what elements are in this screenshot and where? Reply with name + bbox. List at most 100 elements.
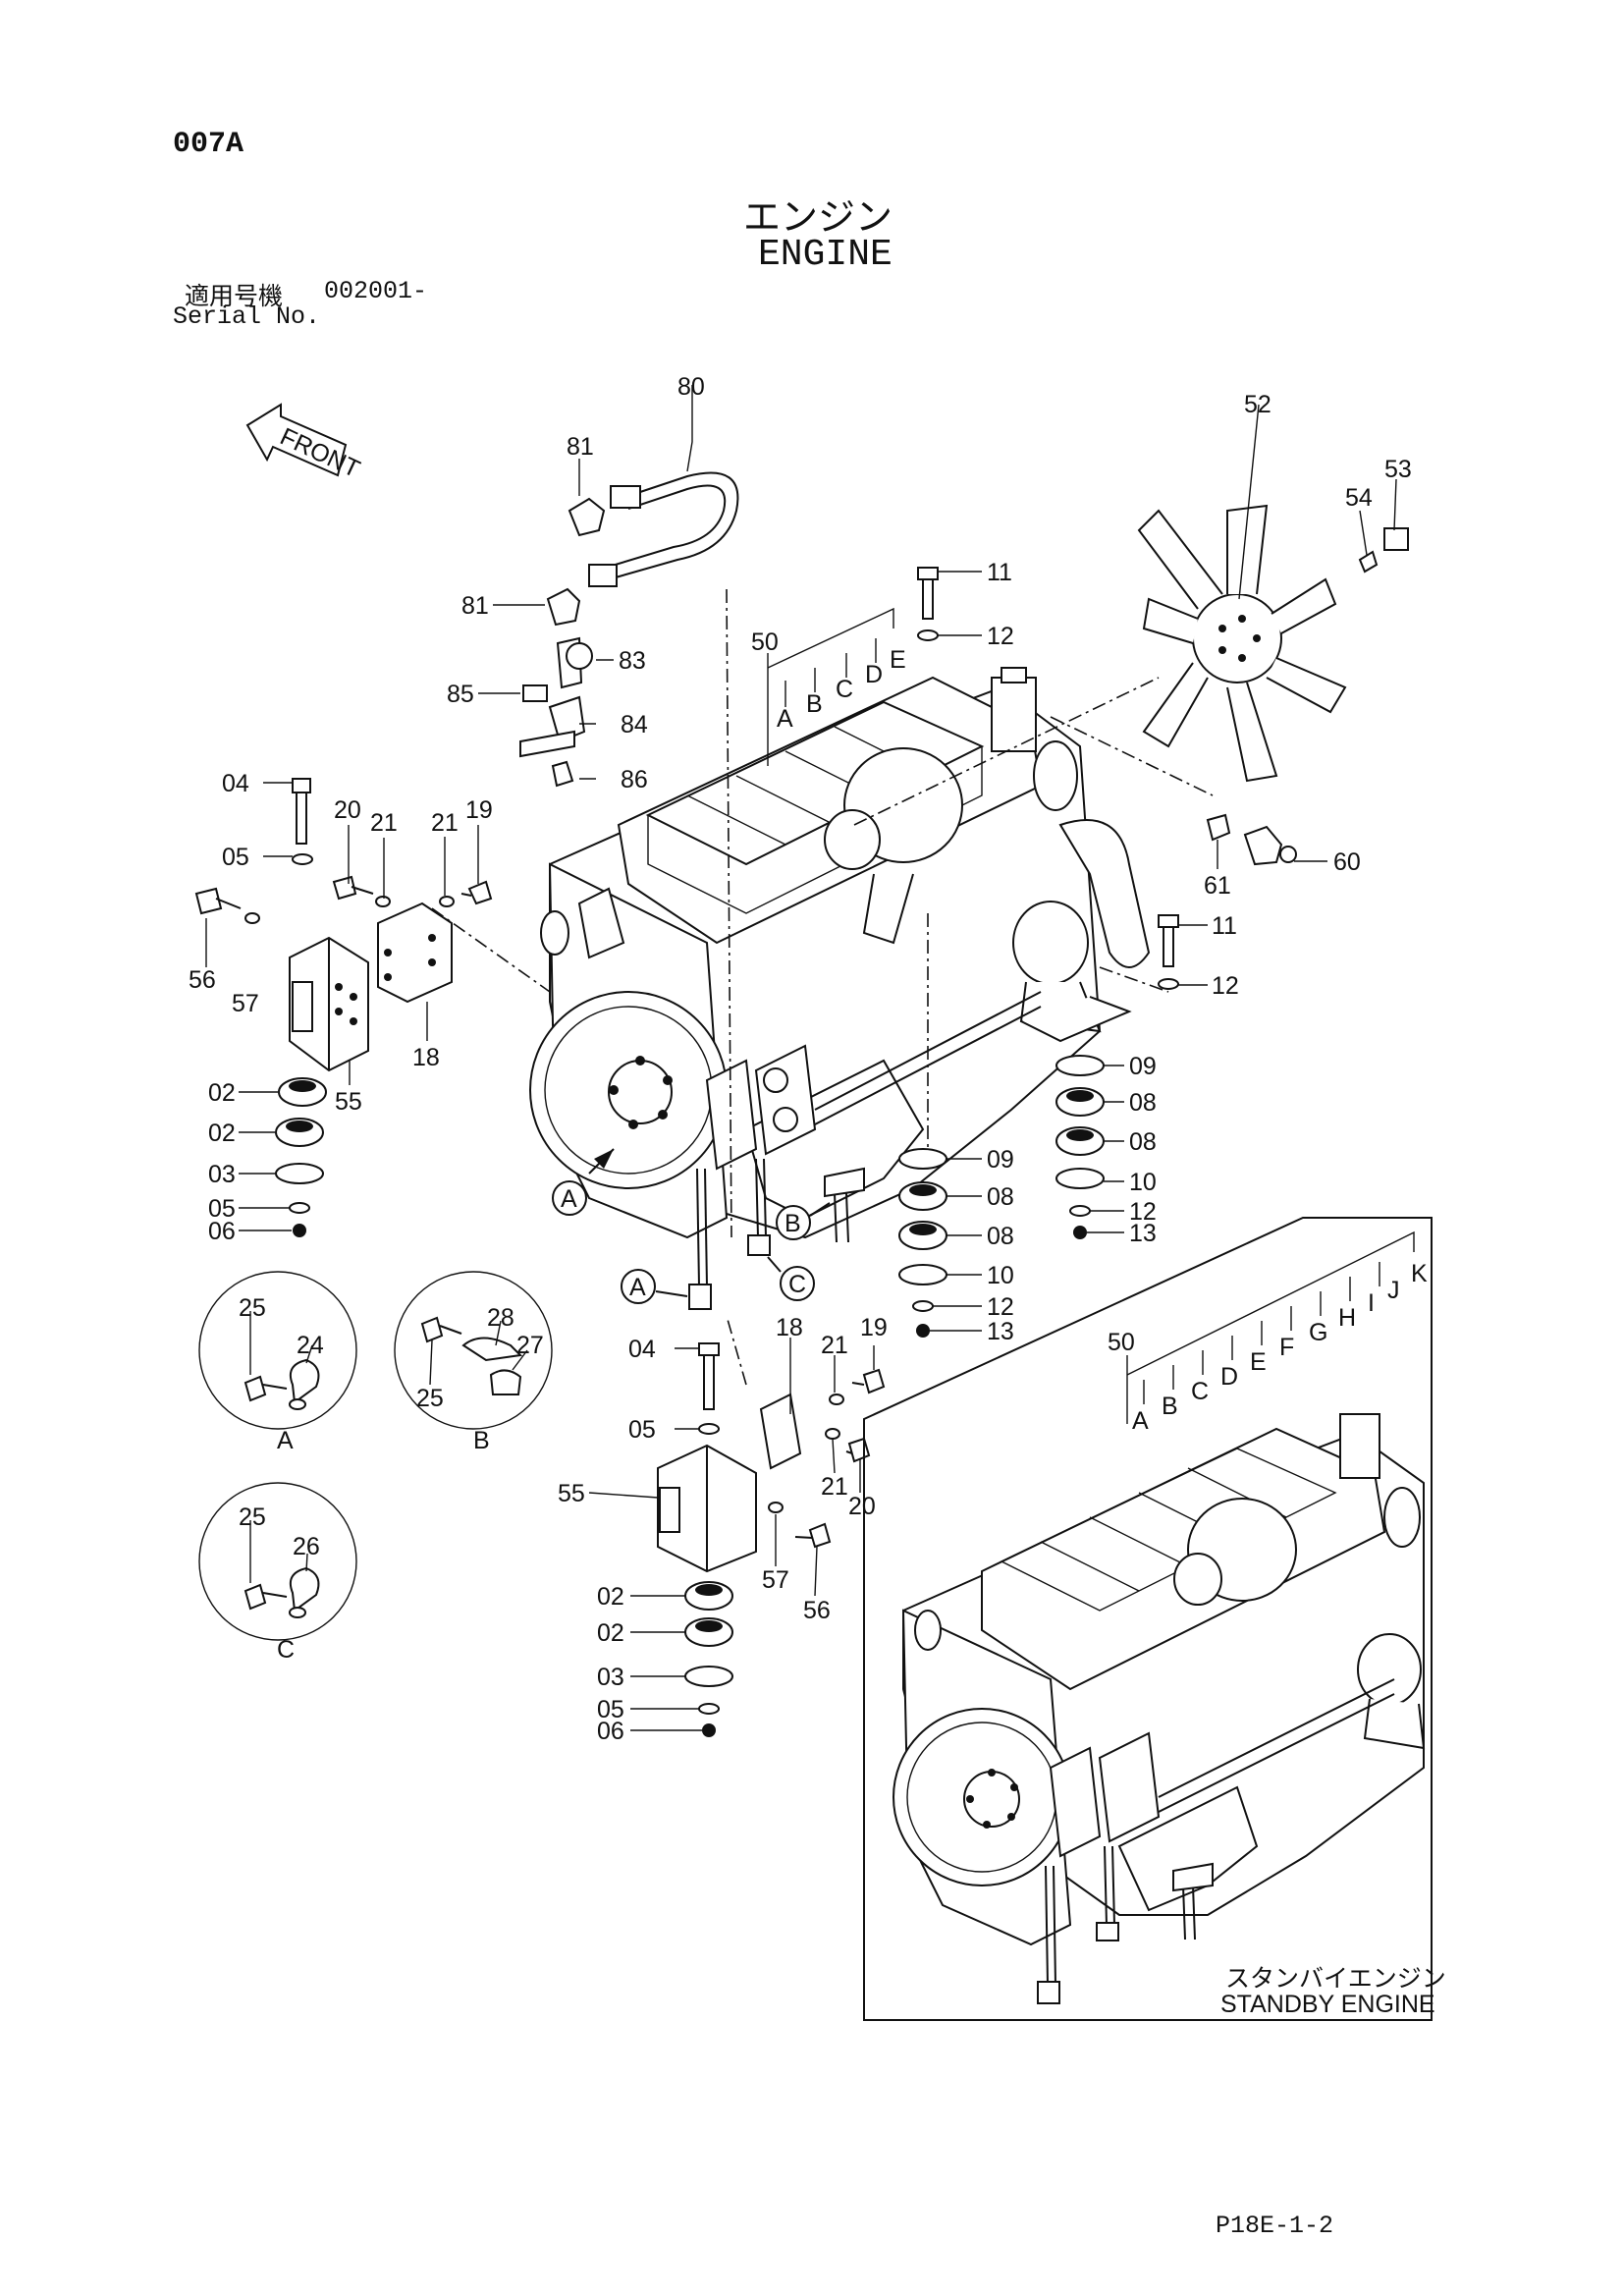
callout: B <box>1162 1393 1178 1420</box>
callout: 10 <box>1129 1169 1157 1196</box>
callout: 05 <box>208 1195 236 1223</box>
callout: E <box>1250 1348 1267 1376</box>
callout: 05 <box>597 1696 624 1723</box>
callout: 04 <box>222 770 249 797</box>
callout: 18 <box>412 1044 440 1071</box>
callout: 21 <box>370 809 398 837</box>
callout: 60 <box>1333 848 1361 876</box>
title-japanese: エンジン <box>743 195 893 239</box>
callout: 13 <box>1129 1220 1157 1247</box>
callout: C <box>836 676 853 703</box>
callout: 02 <box>597 1619 624 1647</box>
callout: 24 <box>297 1332 324 1359</box>
callout: 56 <box>803 1597 831 1624</box>
callout: 11 <box>1212 912 1237 940</box>
callout: 12 <box>987 1293 1014 1321</box>
callout: 25 <box>239 1503 266 1531</box>
callout: 02 <box>208 1120 236 1147</box>
callout: G <box>1309 1319 1327 1346</box>
callout: 27 <box>516 1332 544 1359</box>
callout: 86 <box>621 766 648 793</box>
callout: 10 <box>987 1262 1014 1289</box>
front-arrow-icon: FRONT <box>245 403 364 483</box>
callout: K <box>1411 1260 1428 1287</box>
detail-circle-b: B <box>394 1271 553 1454</box>
callout: 06 <box>597 1718 624 1745</box>
callout: 13 <box>987 1318 1014 1345</box>
callout: 81 <box>567 433 594 461</box>
callout: 85 <box>447 681 474 708</box>
callout: 04 <box>628 1336 656 1363</box>
serial-number: 002001- <box>324 277 428 305</box>
callout: 02 <box>208 1079 236 1107</box>
callout: 12 <box>987 623 1014 650</box>
callout: 52 <box>1244 391 1271 418</box>
callout: J <box>1387 1277 1400 1304</box>
callout: 83 <box>619 647 646 675</box>
callout: B <box>806 690 823 718</box>
callout: 25 <box>416 1385 444 1412</box>
callout: 28 <box>487 1304 514 1332</box>
serial-label-japanese: 適用号機 <box>185 282 284 310</box>
callout: 61 <box>1204 872 1231 900</box>
callout: 80 <box>677 373 705 401</box>
front-label: FRONT <box>276 422 364 483</box>
callout: 05 <box>222 844 249 871</box>
callout: 18 <box>776 1314 803 1341</box>
callout: 03 <box>208 1161 236 1188</box>
callout: 09 <box>987 1146 1014 1174</box>
callout: 50 <box>1108 1329 1135 1356</box>
callout: H <box>1338 1304 1356 1332</box>
callout: I <box>1368 1289 1375 1317</box>
callout: 06 <box>208 1218 236 1245</box>
center-mount-bracket <box>657 1315 886 1573</box>
detail-c-label: C <box>277 1636 295 1664</box>
callout: 21 <box>821 1473 848 1501</box>
title-english: ENGINE <box>758 234 893 276</box>
drain-fittings <box>1206 813 1297 866</box>
callout: D <box>1220 1363 1238 1391</box>
callout: 08 <box>1129 1089 1157 1117</box>
callout: 53 <box>1384 456 1412 483</box>
svg-text:A: A <box>561 1185 577 1213</box>
leader-lines <box>205 385 1415 1731</box>
callout: 03 <box>597 1664 624 1691</box>
callout: 05 <box>628 1416 656 1444</box>
callout: 26 <box>293 1533 320 1560</box>
callout: 09 <box>1129 1053 1157 1080</box>
callout: 55 <box>335 1088 362 1116</box>
svg-text:B: B <box>784 1210 801 1237</box>
left-mount-bracket <box>194 778 493 1072</box>
cooling-fan <box>1137 504 1409 783</box>
mount-stack-right-upper <box>1055 1055 1105 1239</box>
callout: 08 <box>987 1223 1014 1250</box>
standby-engine-label-japanese: スタンバイエンジン <box>1225 1964 1446 1993</box>
callout: 20 <box>334 796 361 824</box>
callout: 54 <box>1345 484 1373 512</box>
callout: 56 <box>189 966 216 994</box>
callout: 81 <box>461 592 489 620</box>
bolt-group-top <box>917 567 1179 990</box>
svg-text:C: C <box>788 1271 806 1298</box>
callout: 19 <box>860 1314 888 1341</box>
svg-text:A: A <box>629 1274 646 1301</box>
standby-engine-inset <box>863 1217 1433 2021</box>
callout: F <box>1279 1334 1294 1361</box>
reference-markers: A B C A <box>552 1180 831 1304</box>
callout: 21 <box>821 1332 848 1359</box>
callout: C <box>1191 1378 1209 1405</box>
callout: 02 <box>597 1583 624 1611</box>
detail-b-label: B <box>473 1427 490 1454</box>
callout: 25 <box>239 1294 266 1322</box>
mount-stack-center <box>684 1581 733 1737</box>
callout-labels: 80 81 81 83 85 84 86 52 53 54 11 12 50 A… <box>189 373 1428 1745</box>
mount-stack-right-lower <box>898 1148 947 1338</box>
callout: 50 <box>751 629 779 656</box>
detail-circle-c: C <box>198 1482 357 1664</box>
callout: 20 <box>848 1493 876 1520</box>
main-engine <box>431 588 1214 1310</box>
callout: 11 <box>987 559 1012 586</box>
callout: 57 <box>762 1566 789 1594</box>
callout: A <box>777 705 793 733</box>
